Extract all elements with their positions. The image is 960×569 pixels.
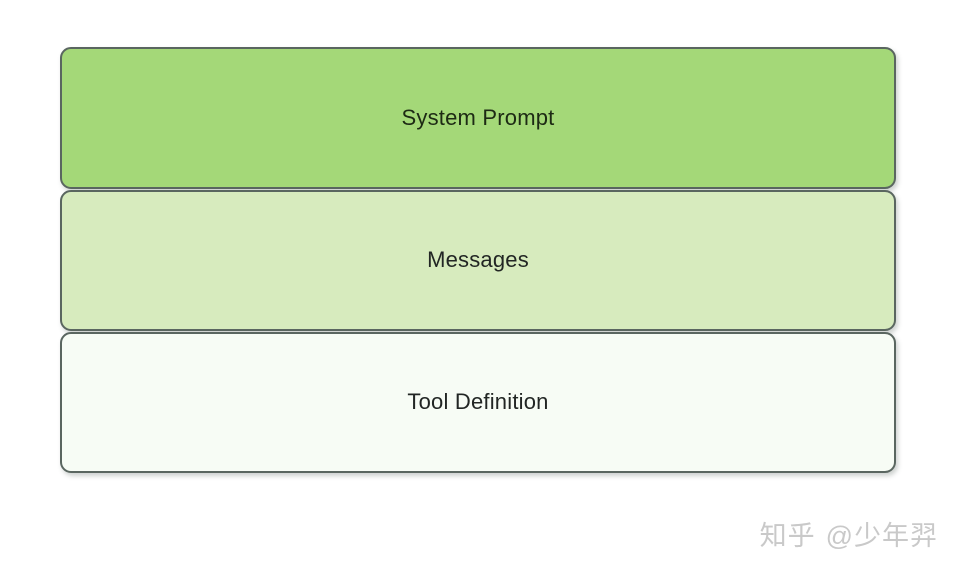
layer-box-system-prompt: System Prompt bbox=[60, 47, 896, 189]
watermark-site-name: 知乎 bbox=[759, 521, 816, 551]
layer-label-system-prompt: System Prompt bbox=[401, 104, 555, 130]
layer-label-messages: Messages bbox=[427, 247, 529, 273]
watermark: 知乎 @少年羿 bbox=[760, 514, 938, 553]
layer-box-tool-definition: Tool Definition bbox=[60, 332, 896, 473]
watermark-author-handle: @少年羿 bbox=[825, 521, 938, 551]
layer-box-messages: Messages bbox=[60, 190, 896, 331]
layer-label-tool-definition: Tool Definition bbox=[407, 389, 549, 415]
